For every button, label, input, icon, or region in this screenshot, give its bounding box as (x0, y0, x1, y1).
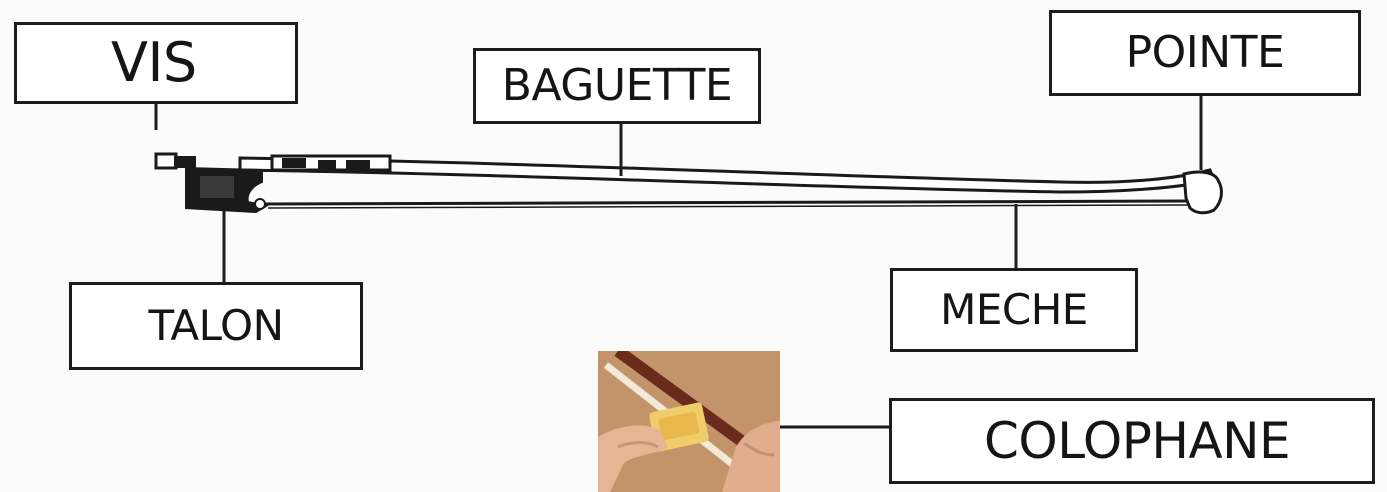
bow-button (174, 156, 196, 168)
rosin-photo (598, 351, 780, 492)
bow-winding-dark-3 (346, 160, 370, 169)
label-meche: MECHE (890, 268, 1138, 352)
bow-winding-dark-2 (318, 160, 336, 169)
label-vis: VIS (14, 22, 298, 104)
rosin-photo-illustration (598, 351, 780, 492)
bow-hair (262, 201, 1192, 204)
violin-bow (156, 154, 1221, 213)
bow-frog-eye (200, 176, 234, 198)
bow-winding-dark-1 (282, 158, 306, 168)
bow-screw (156, 154, 176, 168)
bow-hair-inner (268, 205, 1188, 208)
bow-frog-ferrule (255, 199, 265, 209)
label-colophane: COLOPHANE (889, 398, 1375, 484)
label-talon: TALON (69, 282, 363, 370)
bow-tip (1184, 172, 1221, 213)
label-pointe: POINTE (1049, 10, 1361, 96)
label-baguette: BAGUETTE (473, 48, 761, 124)
